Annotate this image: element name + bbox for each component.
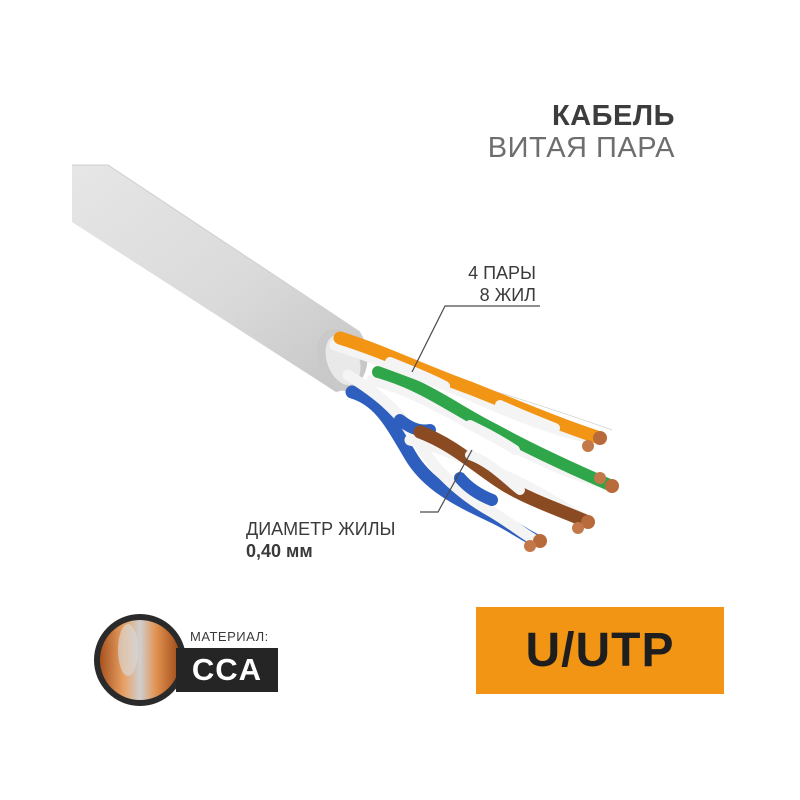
wire-pair-green bbox=[366, 366, 619, 493]
diameter-caption: ДИАМЕТР ЖИЛЫ bbox=[246, 519, 396, 539]
shield-type-badge: U/UTP bbox=[476, 607, 724, 694]
core-diameter-label: ДИАМЕТР ЖИЛЫ 0,40 мм bbox=[246, 518, 395, 562]
diameter-leader-line bbox=[420, 449, 473, 513]
diameter-value: 0,40 мм bbox=[246, 541, 313, 561]
material-badge: CCA bbox=[176, 648, 278, 692]
cores-count: 8 ЖИЛ bbox=[479, 285, 536, 305]
pairs-count: 4 ПАРЫ bbox=[468, 263, 536, 283]
product-title: КАБЕЛЬ bbox=[551, 100, 675, 132]
copper-core-icon bbox=[94, 614, 186, 706]
material-label: МАТЕРИАЛ: bbox=[190, 629, 269, 644]
pairs-leader-line bbox=[411, 305, 540, 373]
wire-pair-brown bbox=[404, 425, 595, 534]
product-subtitle: ВИТАЯ ПАРА bbox=[487, 132, 675, 164]
pairs-count-label: 4 ПАРЫ 8 ЖИЛ bbox=[460, 262, 536, 306]
wire-pair-orange bbox=[329, 331, 607, 452]
cable-jacket bbox=[72, 164, 368, 392]
